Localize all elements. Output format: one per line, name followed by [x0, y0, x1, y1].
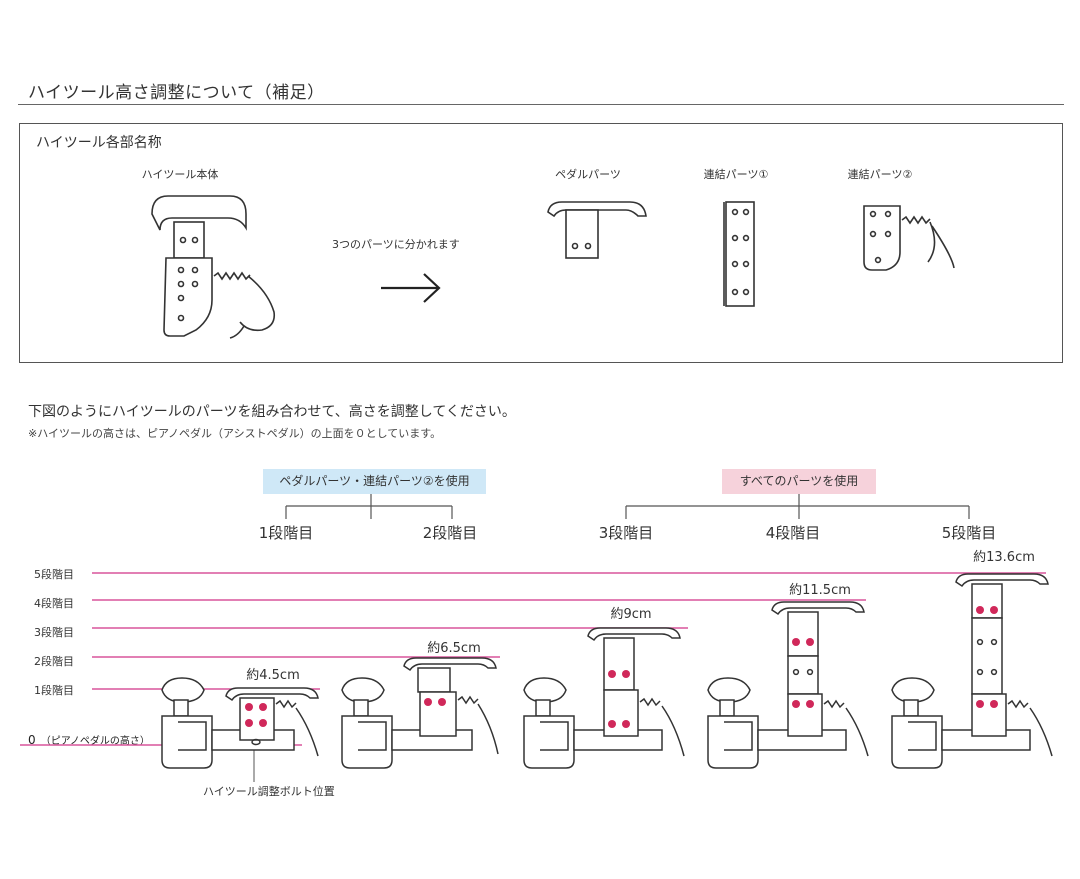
stool-illustration-step-5 [891, 573, 1053, 769]
page-title: ハイツール高さ調整について（補足） [28, 83, 325, 103]
group-badge-all: すべてのパーツを使用 [722, 469, 876, 494]
stool-illustration-step-1 [161, 677, 319, 769]
group-badge-partial: ペダルパーツ・連結パーツ②を使用 [263, 469, 486, 494]
adjust-bolts-step-2 [424, 698, 446, 706]
link-part-1-illustration [723, 201, 755, 307]
level-label-5: 5段階目 [34, 568, 74, 581]
adjust-bolts-step-4 [792, 638, 814, 708]
step-heading-5: 5段階目 [941, 524, 997, 542]
height-footnote: ※ハイツールの高さは、ピアノペダル（アシストペダル）の上面を０としています。 [28, 427, 442, 440]
high-stool-main-illustration [151, 195, 276, 339]
zero-level-label: 0 （ピアノペダルの高さ） [28, 729, 150, 748]
adjust-bolts-step-5 [976, 606, 998, 708]
measurement-step-4: 約11.5cm [789, 583, 851, 598]
title-divider [18, 104, 1064, 105]
stool-illustration-step-4 [707, 601, 869, 769]
step-heading-4: 4段階目 [765, 524, 821, 542]
link-part-2-label: 連結パーツ② [847, 168, 913, 181]
level-label-2: 2段階目 [34, 655, 74, 668]
link-part-2-illustration [863, 205, 955, 271]
main-body-label: ハイツール本体 [141, 168, 219, 181]
link-part-1-label: 連結パーツ① [703, 168, 769, 181]
measurement-step-2: 約6.5cm [427, 641, 481, 656]
stool-illustration-step-2 [341, 657, 499, 769]
measurement-step-3: 約9cm [610, 607, 652, 622]
parts-names-box [19, 123, 1063, 363]
zero-note: （ピアノペダルの高さ） [40, 736, 150, 747]
zero-value: 0 [28, 733, 36, 747]
measurement-step-5: 約13.6cm [973, 550, 1035, 565]
measurement-step-1: 約4.5cm [246, 668, 300, 683]
level-label-3: 3段階目 [34, 626, 74, 639]
pedal-part-label: ペダルパーツ [555, 168, 621, 181]
level-label-4: 4段階目 [34, 597, 74, 610]
adjust-bolt-caption: ハイツール調整ボルト位置 [203, 785, 335, 798]
split-note: 3つのパーツに分かれます [332, 238, 460, 251]
group-bracket-partial [285, 494, 453, 519]
step-heading-3: 3段階目 [598, 524, 654, 542]
adjust-bolts-step-3 [608, 670, 630, 728]
arrow-right-icon [381, 273, 441, 303]
step-heading-1: 1段階目 [258, 524, 314, 542]
step-heading-2: 2段階目 [422, 524, 478, 542]
parts-box-heading: ハイツール各部名称 [36, 135, 162, 151]
adjust-bolts-step-1 [245, 703, 267, 727]
pedal-part-illustration [547, 201, 647, 259]
instruction-text: 下図のようにハイツールのパーツを組み合わせて、高さを調整してください。 [28, 404, 516, 420]
stool-illustration-step-3 [523, 627, 685, 769]
level-label-1: 1段階目 [34, 684, 74, 697]
group-bracket-all [625, 494, 970, 519]
